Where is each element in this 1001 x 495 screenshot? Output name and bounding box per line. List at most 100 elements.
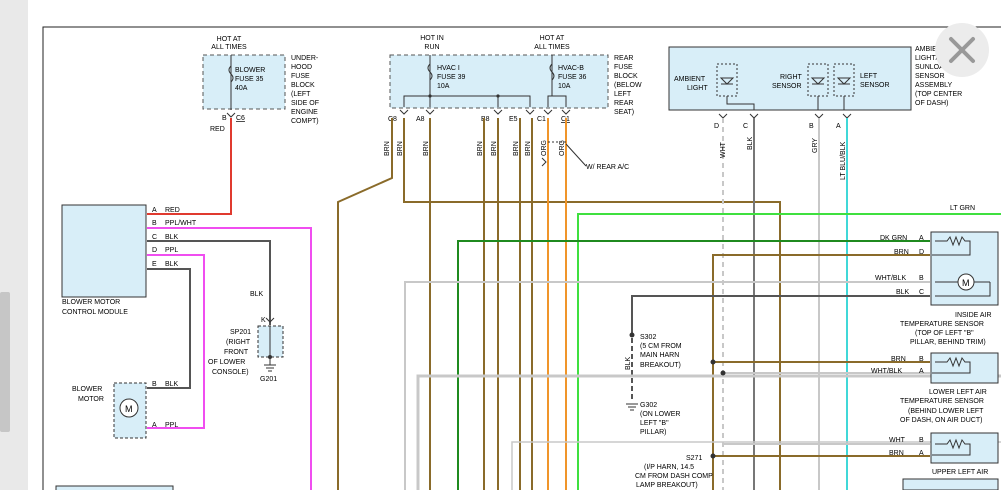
blk-wire-e	[147, 268, 191, 389]
svg-text:BLK: BLK	[250, 291, 264, 298]
pin-a8: A8	[416, 116, 425, 123]
svg-text:BREAKOUT): BREAKOUT)	[640, 362, 681, 369]
svg-text:SENSOR: SENSOR	[915, 73, 945, 80]
ground-icon	[626, 403, 638, 411]
svg-text:C: C	[743, 123, 748, 130]
svg-text:CONSOLE): CONSOLE)	[212, 369, 249, 376]
gray-bus-wire	[416, 374, 1001, 490]
thermistor-icon	[932, 356, 971, 374]
fuse39-1: HVAC I	[437, 65, 460, 72]
svg-text:M: M	[125, 404, 133, 414]
svg-text:TEMPERATURE SENSOR: TEMPERATURE SENSOR	[900, 398, 984, 405]
svg-text:(RIGHT: (RIGHT	[226, 339, 251, 346]
svg-text:LIGHT/: LIGHT/	[915, 55, 938, 62]
svg-text:ORG: ORG	[541, 140, 548, 156]
fuse36-1: HVAC-B	[558, 65, 584, 72]
rear-ac-note: W/ REAR A/C	[586, 164, 629, 171]
svg-text:BLK: BLK	[747, 136, 754, 150]
fuse-label-2: FUSE 35	[235, 76, 264, 83]
svg-text:BRN: BRN	[889, 450, 904, 457]
diode-icon	[836, 77, 852, 85]
left-sensor-1: LEFT	[860, 73, 878, 80]
brn-wire-d	[712, 254, 930, 490]
left-sensor-2: SENSOR	[860, 82, 890, 89]
pin-c1: C1	[537, 116, 546, 123]
svg-text:PILLAR): PILLAR)	[640, 429, 666, 436]
sensor-assembly-box	[668, 46, 912, 111]
svg-text:AMBIENT: AMBIENT	[915, 46, 947, 53]
svg-text:BLK: BLK	[165, 261, 179, 268]
svg-text:WHT/BLK: WHT/BLK	[871, 368, 902, 375]
svg-text:C: C	[919, 289, 924, 296]
svg-text:M: M	[962, 278, 970, 288]
svg-text:BLOWER: BLOWER	[72, 386, 102, 393]
block-label-2: HOOD	[291, 64, 312, 71]
svg-text:WHT/BLK: WHT/BLK	[875, 275, 906, 282]
svg-text:LT BLU/BLK: LT BLU/BLK	[840, 141, 847, 180]
ppl-wht-wire	[147, 227, 312, 490]
svg-text:A: A	[919, 450, 924, 457]
svg-text:B: B	[152, 381, 157, 388]
svg-text:BLK: BLK	[165, 234, 179, 241]
motor-icon	[119, 398, 139, 418]
svg-text:PILLAR, BEHIND TRIM): PILLAR, BEHIND TRIM)	[910, 339, 986, 346]
svg-text:A: A	[152, 207, 157, 214]
svg-text:PPL/WHT: PPL/WHT	[165, 220, 197, 227]
block-label-7: ENGINE	[291, 109, 318, 116]
blower-motor-control-module: BLOWER MOTOR CONTROL MODULE A B C D E RE…	[61, 204, 197, 316]
svg-text:BRN: BRN	[384, 141, 391, 156]
diode-icon	[810, 77, 826, 85]
fuse39-3: 10A	[437, 83, 450, 90]
close-button[interactable]	[935, 23, 989, 77]
block-label-6: SIDE OF	[291, 100, 319, 107]
splice-s271: S271 (I/P HARN, 14.5 CM FROM DASH COMP L…	[635, 455, 713, 489]
fuse-icon	[228, 65, 234, 83]
svg-text:OF LOWER: OF LOWER	[208, 359, 245, 366]
ambient-light-2: LIGHT	[687, 85, 708, 92]
rear-block-5: LEFT	[614, 91, 632, 98]
rear-block-7: SEAT)	[614, 109, 634, 116]
svg-text:ASSEMBLY: ASSEMBLY	[915, 82, 953, 89]
svg-text:S302: S302	[640, 334, 656, 341]
svg-text:D: D	[152, 247, 157, 254]
svg-text:(TOP CENTER: (TOP CENTER	[915, 91, 962, 98]
svg-text:BRN: BRN	[891, 356, 906, 363]
svg-text:LEFT "B": LEFT "B"	[640, 420, 669, 427]
svg-text:OF DASH, ON AIR DUCT): OF DASH, ON AIR DUCT)	[900, 417, 982, 424]
svg-text:D: D	[714, 123, 719, 130]
diode-icon	[719, 77, 735, 85]
svg-text:MOTOR: MOTOR	[78, 396, 104, 403]
svg-text:K: K	[261, 317, 266, 324]
dk-grn-wire	[457, 240, 930, 490]
rear-fuse-box	[389, 54, 609, 109]
rear-block-3: BLOCK	[614, 73, 638, 80]
svg-text:SP201: SP201	[230, 329, 251, 336]
power-note-line1: HOT AT	[217, 36, 242, 43]
rear-block-2: FUSE	[614, 64, 633, 71]
rear-block-6: REAR	[614, 100, 633, 107]
blk-wire-c2	[631, 295, 930, 330]
thermistor-icon	[932, 235, 971, 256]
svg-text:BRN: BRN	[397, 141, 404, 156]
svg-text:LOWER LEFT AIR: LOWER LEFT AIR	[929, 389, 987, 396]
block-label-4: BLOCK	[291, 82, 315, 89]
blower-motor: M BLOWER MOTOR B A BLK PPL	[72, 381, 179, 439]
fuse-icon	[549, 63, 555, 81]
ground-icon	[264, 364, 276, 372]
scrollbar-left[interactable]	[0, 292, 10, 432]
svg-text:PPL: PPL	[165, 247, 178, 254]
svg-text:PPL: PPL	[165, 422, 178, 429]
svg-text:WHT: WHT	[720, 141, 727, 158]
hot-all-times-1: HOT AT	[540, 35, 565, 42]
svg-text:INSIDE AIR: INSIDE AIR	[955, 312, 992, 319]
rear-block-1: REAR	[614, 55, 633, 62]
diagram-frame	[42, 26, 1001, 495]
wht-blk-wire	[404, 281, 930, 490]
hot-all-times-2: ALL TIMES	[534, 44, 570, 51]
svg-text:MAIN HARN: MAIN HARN	[640, 352, 679, 359]
svg-text:OF DASH): OF DASH)	[915, 100, 948, 107]
hot-in-run-1: HOT IN	[420, 35, 444, 42]
block-label-5: (LEFT	[291, 91, 311, 98]
ppl-wire	[147, 254, 205, 429]
